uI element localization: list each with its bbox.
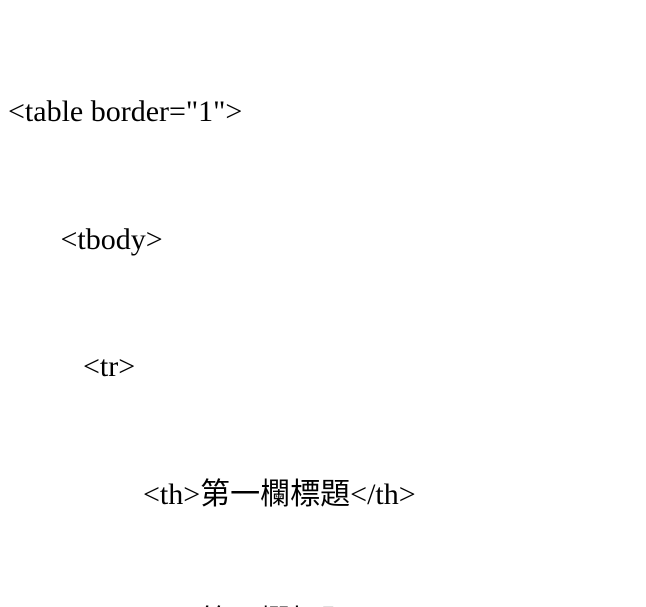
code-block: <table border="1"> <tbody> <tr> <th>第一欄標… xyxy=(8,6,638,607)
code-line: <tbody> xyxy=(8,222,163,256)
code-line: <tr> xyxy=(8,350,136,383)
code-line: <table border="1"> xyxy=(8,95,243,128)
code-line: <th>第一欄標題</th> xyxy=(8,477,416,511)
code-line: <th>第二欄標題</th> xyxy=(8,601,638,607)
